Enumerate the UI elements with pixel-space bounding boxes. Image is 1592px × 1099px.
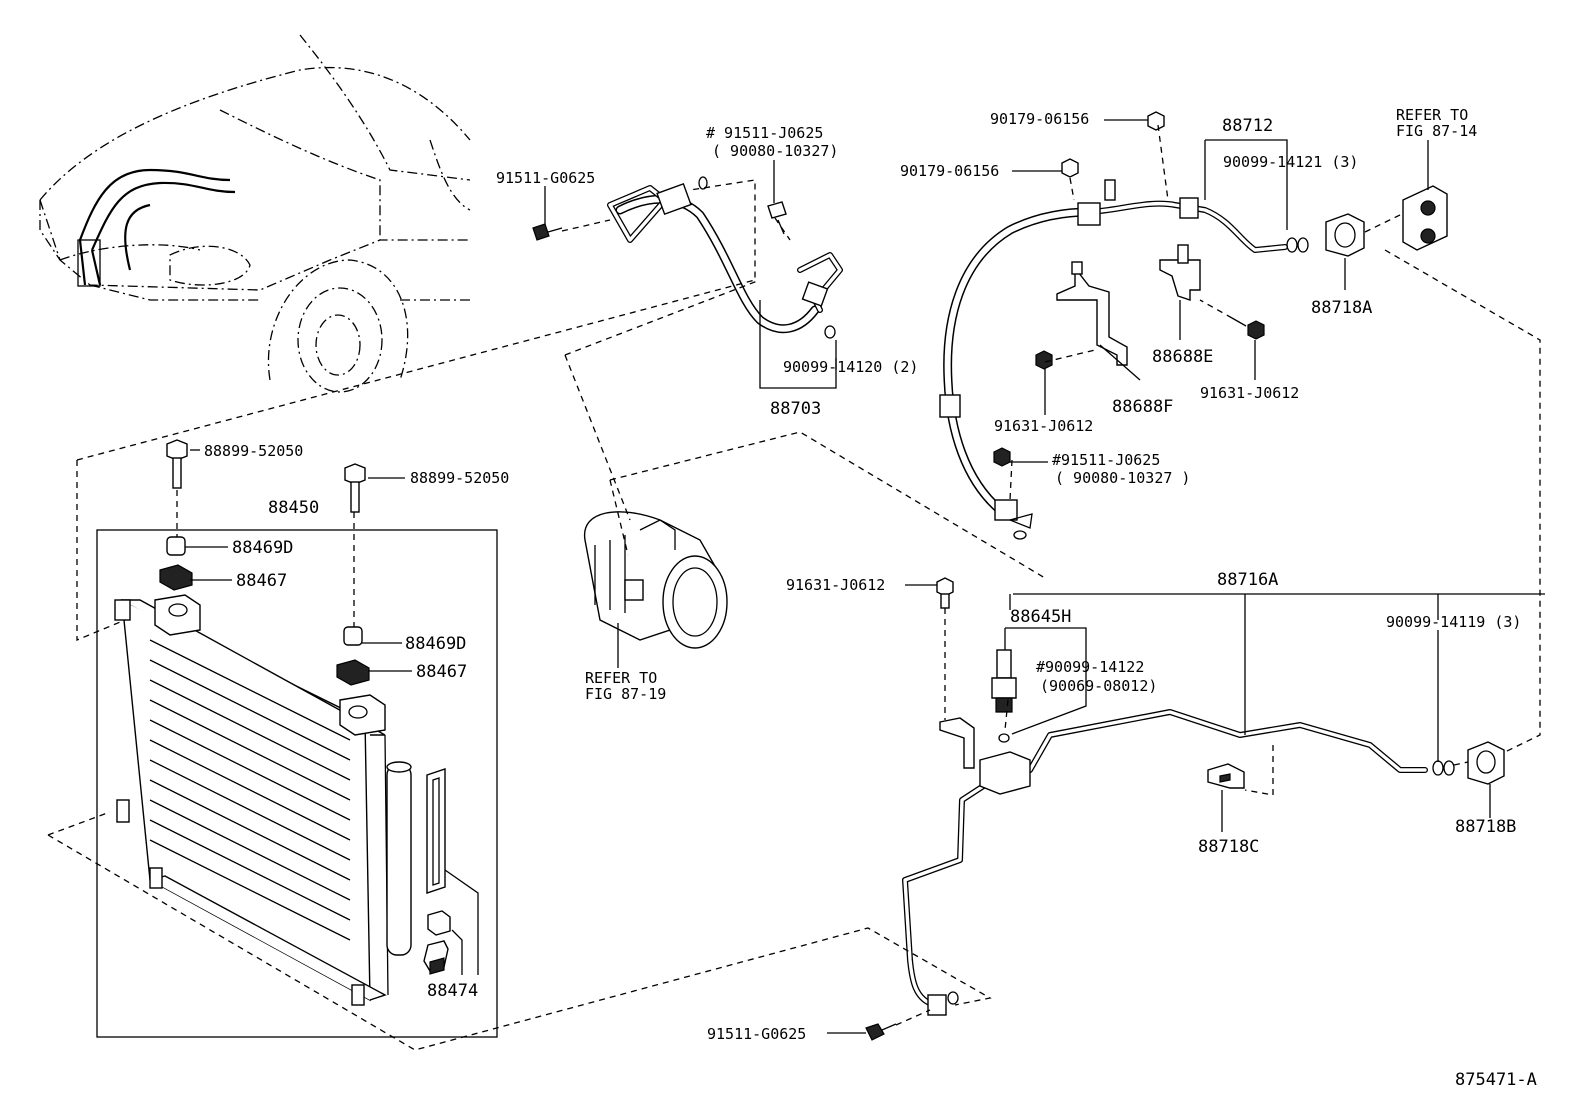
seal-icon [1325,213,1365,257]
label-88718C: 88718C [1198,837,1259,857]
label-fig-87-14: FIG 87-14 [1396,122,1477,140]
seal-icon [1467,741,1505,785]
label-88469D: 88469D [232,538,293,558]
label-refer-to: REFER TO [1396,106,1468,124]
label-88467: 88467 [236,571,287,591]
label-88645H: 88645H [1010,607,1071,627]
discharge-hose-88712 [939,179,1309,540]
label-88469D-b: 88469D [405,634,466,654]
label-90179-06156-b: 90179-06156 [900,162,999,180]
desiccant-filter-icon [423,768,451,975]
suction-hose-88703 [607,176,843,339]
label-88450: 88450 [268,498,319,518]
label-91511-G0625: 91511-G0625 [496,169,595,187]
label-88712: 88712 [1222,116,1273,136]
bolt-icon [1231,317,1265,340]
label-88899-52050: 88899-52050 [204,442,303,460]
label-90069-08012: (90069-08012) [1040,677,1157,695]
condenser-group-box [96,529,498,1038]
label-90179-06156: 90179-06156 [990,110,1089,128]
label-90080-10327-b: ( 90080-10327 ) [1055,469,1190,487]
label-90099-14122: #90099-14122 [1036,658,1144,676]
label-91511-J0625: # 91511-J0625 [706,124,823,142]
label-90080-10327: ( 90080-10327) [712,142,838,160]
nut-icon [1061,158,1079,178]
bolt-icon [936,577,954,609]
pressure-switch-icon [991,649,1017,713]
label-88474: 88474 [427,981,478,1001]
label-88467-b: 88467 [416,662,467,682]
label-88688E: 88688E [1152,347,1213,367]
leader-lines [185,119,1545,1034]
part-labels: # 91511-J0625 ( 90080-10327) 91511-G0625… [204,106,1537,1090]
bolt-icon [865,1023,897,1041]
bolt-icon [1035,350,1053,370]
grommet-icon [1402,185,1448,251]
vehicle-outline [39,34,471,393]
label-91631-J0612-b: 91631-J0612 [994,417,1093,435]
liquid-tube-88716A [902,709,1455,1016]
label-fig-87-19: FIG 87-19 [585,685,666,703]
clamp-icon [1207,763,1245,789]
nut-icon [1147,111,1165,131]
bolt-icon [993,447,1011,467]
bolt-icon [532,223,563,241]
label-refer-to-b: REFER TO [585,669,657,687]
condenser-88450 [114,594,412,1006]
label-88703: 88703 [770,399,821,419]
label-88716A: 88716A [1217,570,1278,590]
cushion-icon [166,536,363,646]
bolt-icon [767,201,787,235]
label-91511-J0625-b: #91511-J0625 [1052,451,1160,469]
label-88718B: 88718B [1455,817,1516,837]
compressor-icon [584,511,728,649]
label-88899-52050-b: 88899-52050 [410,469,509,487]
label-90099-14121: 90099-14121 (3) [1223,153,1358,171]
label-91631-J0612: 91631-J0612 [1200,384,1299,402]
diagram-id: 875471-A [1455,1070,1537,1090]
label-88718A: 88718A [1311,298,1372,318]
bolt-icon [344,463,366,513]
label-90099-14119: 90099-14119 (3) [1386,613,1521,631]
label-91631-J0612-c: 91631-J0612 [786,576,885,594]
bolt-icon [166,439,188,489]
label-88688F: 88688F [1112,397,1173,417]
support-icon [159,564,370,686]
label-90099-14120: 90099-14120 (2) [783,358,918,376]
label-91511-G0625-b: 91511-G0625 [707,1025,806,1043]
dashed-assembly-lines [47,124,1541,1051]
